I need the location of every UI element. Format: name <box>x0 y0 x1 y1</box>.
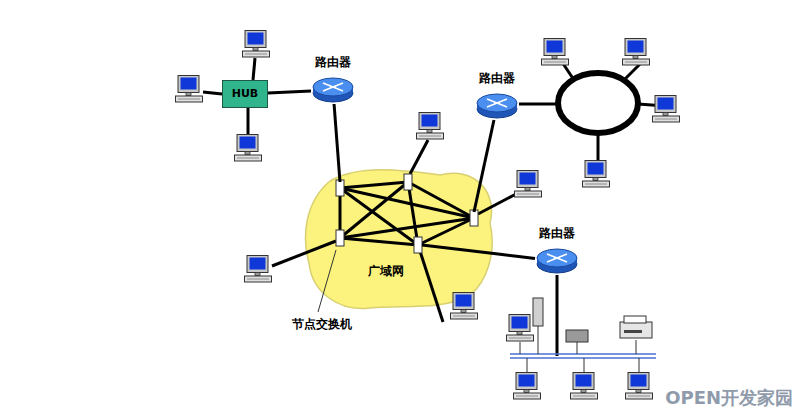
callout-label: 节点交换机 <box>292 316 352 333</box>
router-node: 路由器 <box>469 70 525 120</box>
router-icon <box>311 76 355 104</box>
wan-cloud: 广域网 <box>300 163 498 313</box>
lan-wires <box>203 58 665 356</box>
router-label: 路由器 <box>529 225 585 241</box>
network-link <box>334 104 338 163</box>
router-icon <box>535 247 579 275</box>
router-node: 路由器 <box>529 225 585 275</box>
router-label: 路由器 <box>469 70 525 86</box>
network-link <box>485 120 494 163</box>
wan-label: 广域网 <box>368 263 404 279</box>
router-icon <box>475 92 519 120</box>
router-node: 路由器 <box>305 54 361 104</box>
hub-box: HUB <box>222 80 268 108</box>
watermark: OPEN开发家园 <box>665 386 793 410</box>
computers <box>176 31 680 400</box>
router-label: 路由器 <box>305 54 361 70</box>
network-link <box>268 91 311 93</box>
cloud-outline <box>300 163 498 313</box>
wan-link <box>339 163 340 182</box>
network-link <box>498 254 535 258</box>
hub-label: HUB <box>232 86 259 102</box>
